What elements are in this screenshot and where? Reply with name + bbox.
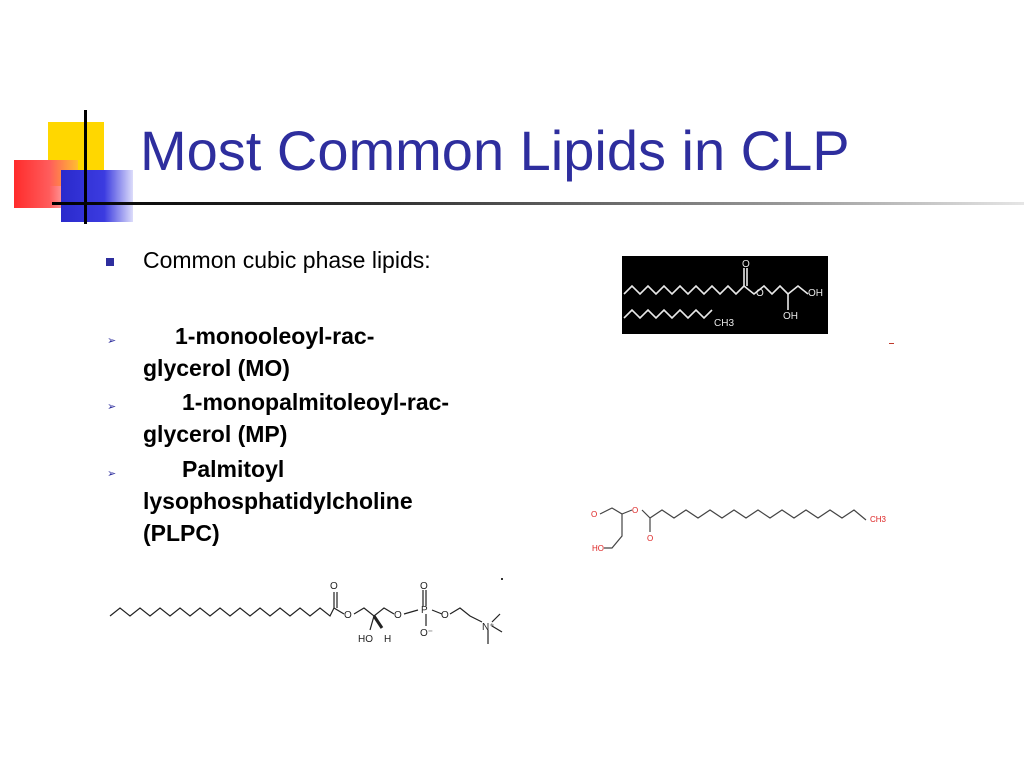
mo-structure-image: O O OH OH CH3	[622, 256, 828, 334]
mo-ch3: CH3	[714, 318, 734, 329]
plpc-ho: HO	[358, 634, 373, 645]
mo-oh-1: OH	[808, 288, 823, 299]
plpc-o-carbonyl: O	[330, 581, 338, 592]
mp-structure-image: O O O HO CH3	[591, 506, 887, 553]
plpc-h: H	[384, 634, 391, 645]
bullet-arrow-icon: ➢	[107, 401, 117, 413]
lipid-3-line3: (PLPC)	[143, 520, 220, 546]
plpc-o-phosphate: O	[420, 581, 428, 592]
slide-title: Most Common Lipids in CLP	[140, 119, 850, 182]
bullet-arrow-icon: ➢	[107, 335, 117, 347]
plpc-structure-image: O O O O P O⁻ O HO H N⁺	[109, 581, 503, 645]
mp-o-carbonyl: O	[647, 534, 653, 543]
title-underline	[52, 202, 1024, 205]
mp-o1: O	[591, 510, 597, 519]
mo-oh-2: OH	[783, 311, 798, 322]
lipid-3-line1: Palmitoyl	[182, 456, 285, 482]
bullet-arrow-icon: ➢	[107, 468, 117, 480]
mo-o-carbonyl: O	[742, 259, 750, 270]
mo-o-ester: O	[756, 288, 764, 299]
decor-vertical-line	[84, 110, 87, 224]
plpc-o-ester: O	[344, 610, 352, 621]
lipid-1-line2: glycerol (MO)	[143, 355, 290, 381]
plpc-o-choline: O	[441, 610, 449, 621]
plpc-o-link: O	[394, 610, 402, 621]
intro-text: Common cubic phase lipids:	[143, 247, 431, 273]
lipid-2-line2: glycerol (MP)	[143, 421, 288, 447]
lipid-2-line1: 1-monopalmitoleoyl-rac-	[182, 389, 450, 415]
bullet-square-icon	[106, 258, 114, 266]
mp-ch3: CH3	[870, 515, 887, 524]
plpc-n-plus: N⁺	[482, 622, 495, 633]
lipid-3-line2: lysophosphatidylcholine	[143, 488, 413, 514]
red-dash-mark	[889, 343, 894, 344]
decor-blue-square	[61, 170, 133, 222]
mp-ho: HO	[592, 544, 604, 553]
mp-o-ester: O	[632, 506, 638, 515]
tiny-dot-mark	[501, 578, 503, 580]
plpc-o-minus: O⁻	[420, 628, 433, 639]
plpc-p: P	[421, 605, 428, 616]
lipid-1-line1: 1-monooleoyl-rac-	[175, 323, 375, 349]
